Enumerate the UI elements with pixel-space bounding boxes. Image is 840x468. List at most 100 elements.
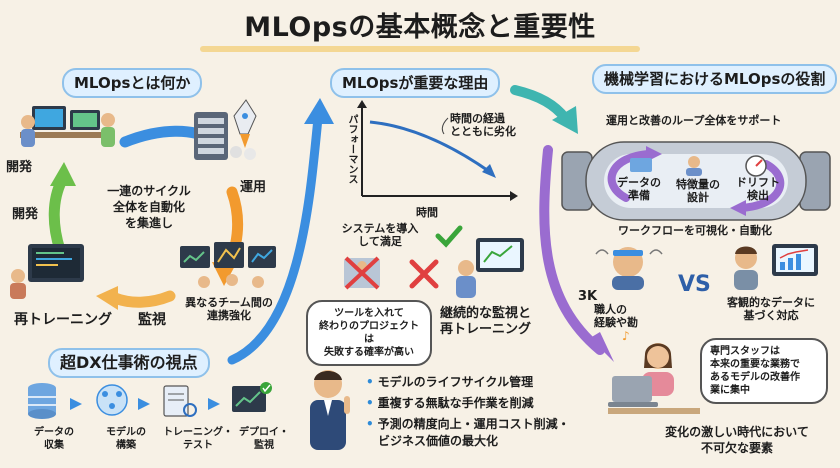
bar-mark <box>788 258 793 270</box>
speech-line: ツールを入れて <box>334 308 404 319</box>
server-slot <box>198 118 224 124</box>
cycle-center-line: 一連のサイクル <box>107 184 191 198</box>
person-head <box>11 269 25 283</box>
benefits-list: •モデルのライフサイクル管理 •重複する無駄な手作業を削減 •予測の精度向上・運… <box>366 374 570 454</box>
benefit-text: 予測の精度向上・運用コスト削減・ <box>377 417 570 431</box>
speech-line: 失敗する確率が高い <box>324 347 414 358</box>
person-body <box>21 129 35 147</box>
expert-speech-bubble: 専門スタッフは 本来の重要な業務で あるモデルの改善作 業に集中 <box>700 338 828 404</box>
monitoring-line: 継続的な監視と <box>440 306 532 321</box>
cycle-center-text: 一連のサイクル 全体を自動化 を集進し <box>94 183 204 231</box>
laptop-base <box>608 402 658 407</box>
loop-item-text: 設計 <box>687 191 709 204</box>
network-node <box>109 403 115 409</box>
bar-mark <box>796 254 801 270</box>
loop-arrow <box>736 160 785 212</box>
analyst-body <box>734 270 758 290</box>
bar-mark <box>780 262 785 270</box>
code-line <box>36 258 72 260</box>
pipeline-step-text: トレーニング・ <box>163 427 233 438</box>
bullet-dot: • <box>366 417 374 431</box>
label-monitor: 監視 <box>138 312 166 328</box>
chart-line <box>251 249 273 263</box>
left-vs-line: 職人の <box>594 303 627 316</box>
presenter-hair <box>314 371 342 380</box>
monitor-screen <box>35 109 63 127</box>
desk <box>20 132 114 138</box>
loop-item-text: 検出 <box>747 189 769 202</box>
pipeline-step-text: 構築 <box>116 440 136 451</box>
satisfied-line: して満足 <box>358 235 402 248</box>
magnifier-icon <box>183 403 197 417</box>
chart-line <box>183 251 205 263</box>
expert-line: 業に集中 <box>710 385 750 396</box>
section2-heading: MLOpsが重要な理由 <box>330 68 501 98</box>
check-badge-icon <box>260 382 272 394</box>
title-underline <box>200 46 640 52</box>
gauge-needle <box>755 159 763 167</box>
feature-engineer-body <box>686 168 702 176</box>
pipeline-step-text: 監視 <box>254 440 274 451</box>
worry-mark <box>649 249 663 255</box>
chart-line <box>483 245 513 263</box>
person-body <box>10 283 26 299</box>
footer-line: 不可欠な要素 <box>700 441 773 455</box>
neglect-vs-check-illustration <box>344 256 439 290</box>
footer-line: 変化の激しい時代において <box>665 425 809 439</box>
y-axis-arrowhead <box>357 100 367 108</box>
laptop-worker-illustration: ♪ <box>608 329 700 414</box>
vs-label: VS <box>678 272 711 297</box>
pipeline-arrow <box>70 398 82 410</box>
satisfied-text: システムを導入 して満足 <box>332 222 428 248</box>
dx-pipeline <box>28 382 272 419</box>
expert-line: 本来の重要な業務で <box>710 359 800 370</box>
red-cross-line <box>344 256 380 290</box>
satisfied-line: システムを導入 <box>341 222 419 235</box>
neural-network-icon <box>96 384 128 416</box>
x-mark-icon <box>409 259 439 289</box>
bullet-dot: • <box>366 375 374 389</box>
loop-item-text: ドリフト <box>736 176 780 189</box>
presenter-illustration <box>310 370 350 450</box>
presenter-suit <box>310 400 346 450</box>
benefit-text: モデルのライフサイクル管理 <box>377 375 534 389</box>
person-body <box>101 127 115 147</box>
analyst-hair <box>735 246 757 254</box>
benefit-text: ビジネス価値の最大化 <box>378 434 499 448</box>
presenter-raised-hand <box>344 396 350 414</box>
code-line <box>36 264 58 266</box>
flow-arrowhead-purple <box>590 332 614 362</box>
check-mark-icon <box>435 225 463 248</box>
label-ops: 運用 <box>240 180 267 195</box>
chart-line <box>235 391 261 407</box>
label-retrain: 再トレーニング <box>14 312 112 328</box>
section1-heading: MLOpsとは何か <box>62 68 203 98</box>
section3-heading: 機械学習におけるMLOpsの役割 <box>592 64 838 94</box>
flow-arrow-purple <box>539 145 605 355</box>
headband <box>613 250 643 256</box>
annotation-pointer <box>441 117 449 135</box>
server-rocket-illustration <box>194 99 257 160</box>
monitoring-person-illustration <box>435 225 524 298</box>
cycle-arrowhead-bottom <box>96 286 118 310</box>
pipeline-arrow <box>138 398 150 410</box>
section4-heading: 超DX仕事術の視点 <box>48 348 210 378</box>
benefit-item: •予測の精度向上・運用コスト削減・ <box>366 416 570 433</box>
monitor <box>180 246 210 268</box>
left-vs-text: 3K 職人の 経験や勘 <box>578 290 668 329</box>
speech-line: 終わりのプロジェクトは <box>319 321 419 345</box>
pipeline-step-text: モデルの <box>106 427 146 438</box>
flow-arrowhead-s2-s3 <box>552 106 578 134</box>
server-slot <box>198 138 224 144</box>
trend-line <box>779 249 809 259</box>
loop-item-3: ドリフト 検出 <box>730 176 786 202</box>
worker-face <box>647 346 669 368</box>
benefit-text: 重複する無駄な手作業を削減 <box>377 396 534 410</box>
loop-item-1: データの 準備 <box>614 176 664 202</box>
pipeline-step-text: 収集 <box>44 440 64 451</box>
monitor <box>214 242 244 268</box>
monitor-screen <box>73 113 97 127</box>
flow-arrow-s2-s3 <box>510 85 570 123</box>
dev-team-illustration <box>20 106 115 147</box>
operations-loop-pipe <box>561 141 831 221</box>
